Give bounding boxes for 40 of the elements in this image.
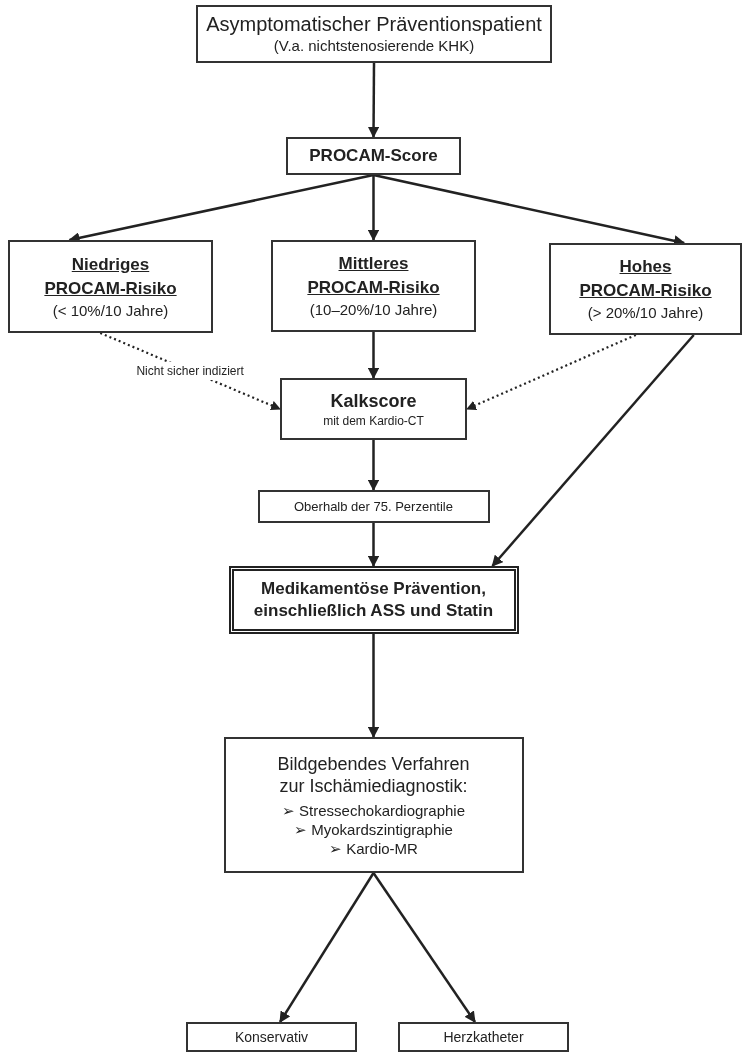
arrow <box>367 175 380 242</box>
process-box <box>271 240 476 332</box>
arrow <box>367 332 380 380</box>
process-box <box>196 5 552 63</box>
process-box <box>286 137 461 175</box>
double-border-box <box>228 566 519 634</box>
node-title: Kalkscore <box>330 390 417 413</box>
node-title: Mittleres PROCAM-Risiko <box>306 253 441 299</box>
dotted-arrow <box>466 334 637 410</box>
arrow <box>367 63 380 139</box>
process-box <box>280 378 467 440</box>
process-box <box>549 243 742 335</box>
node-subtitle: (V.a. nichtstenosierende KHK) <box>273 36 475 56</box>
node-subtitle: mit dem Kardio-CT <box>323 413 424 429</box>
arrow <box>491 334 695 567</box>
process-box <box>8 240 213 333</box>
node-title: Asymptomatischer Präventionspatient <box>206 12 542 36</box>
arrow <box>372 872 476 1023</box>
process-box <box>398 1022 569 1052</box>
node-label: Herzkatheter <box>443 1027 524 1047</box>
list-item: ➢ Stressechokardiographie <box>281 800 466 820</box>
node-title: Bildgebendes Verfahren zur Ischämiediagnostik: <box>276 752 471 797</box>
list-item: ➢ Kardio-MR <box>329 838 418 858</box>
node-title: Niedriges PROCAM-Risiko <box>43 253 178 300</box>
node-label: Konservativ <box>234 1027 309 1047</box>
arrow <box>367 523 380 568</box>
process-box <box>223 737 524 873</box>
node-title: Hohes PROCAM-Risiko <box>578 256 713 302</box>
node-label: Oberhalb der 75. Perzentile <box>294 497 453 516</box>
arrow <box>367 440 380 492</box>
node-subtitle: (< 10%/10 Jahre) <box>52 300 169 321</box>
node-title: Medikamentöse Prävention, einschließlich ASS und Statin <box>252 578 495 622</box>
process-box <box>257 490 490 523</box>
node-subtitle: (> 20%/10 Jahre) <box>587 303 704 323</box>
arrow <box>279 872 375 1023</box>
process-box <box>186 1022 357 1052</box>
arrow <box>367 634 380 739</box>
list-item: ➢ Myokardszintigraphie <box>294 819 453 839</box>
node-title: PROCAM-Score <box>309 145 438 168</box>
node-subtitle: (10–20%/10 Jahre) <box>309 300 438 320</box>
